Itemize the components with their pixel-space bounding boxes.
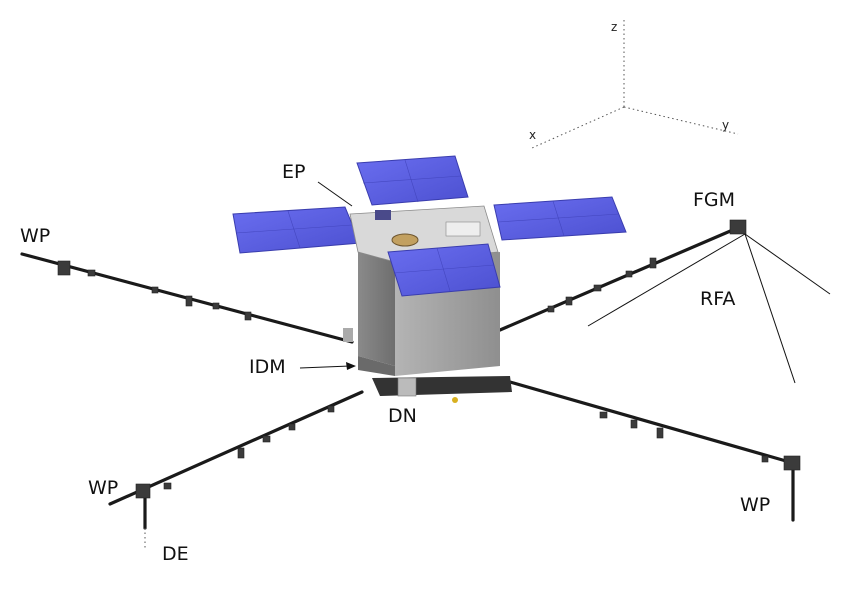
solar-panels-back [232, 155, 627, 254]
boom-clip [151, 286, 159, 294]
rfa-wire-1 [587, 233, 746, 327]
solar-panel-right [493, 196, 627, 241]
rfa-antenna [587, 233, 831, 384]
panel-cell [497, 213, 620, 223]
boom-clip [327, 405, 335, 413]
label-de: DE [162, 543, 189, 565]
idm-leader-arrow [346, 362, 356, 370]
dn-nozzle [452, 397, 458, 403]
boom-clip [237, 447, 245, 459]
panel-cell [287, 210, 301, 249]
boom-clip [244, 311, 252, 321]
z-axis-label: z [611, 20, 617, 34]
panel-cell [552, 200, 565, 237]
idm-instrument [343, 328, 353, 342]
spacecraft-body [343, 205, 512, 403]
boom-clip [212, 302, 220, 310]
label-wp-lower-left: WP [88, 477, 118, 499]
body-bottom-edge [358, 356, 395, 376]
solar-panel-top [356, 155, 469, 206]
boom-clip [649, 257, 657, 269]
boom-clip [288, 423, 296, 431]
boom-lower-left [108, 390, 364, 506]
y-axis [623, 106, 739, 135]
label-ep: EP [282, 161, 305, 183]
panel-cell [362, 175, 462, 184]
axis-triad: z x y [529, 20, 739, 149]
body-side-face [358, 252, 395, 366]
boom-clip [262, 435, 271, 443]
wire-booms [20, 219, 801, 550]
top-deck-box [445, 221, 481, 237]
y-axis-label: y [722, 118, 729, 132]
boom-lower-right [508, 380, 795, 465]
wp-lower-left-unit [135, 483, 151, 499]
boom-clip [656, 427, 664, 439]
boom-clip [185, 295, 193, 307]
boom-clip [565, 296, 573, 306]
boom-clip [163, 482, 172, 490]
label-idm: IDM [249, 356, 286, 378]
rfa-wire-2 [744, 233, 831, 295]
label-dn: DN [388, 405, 417, 427]
label-wp-upper-left: WP [20, 225, 50, 247]
panel-cell [235, 224, 353, 234]
wp-lower-right-unit [783, 455, 801, 471]
label-fgm: FGM [693, 189, 735, 211]
boom-clip [593, 284, 602, 292]
ep-leader-line [317, 181, 353, 207]
boom-clip [87, 269, 96, 277]
x-axis [531, 106, 625, 149]
idm-leader-line [299, 365, 351, 369]
wp-upper-left-unit [57, 260, 71, 276]
x-axis-label: x [529, 128, 536, 142]
boom-clip [630, 419, 638, 429]
fgm-sensor [729, 219, 747, 235]
rfa-wire-3 [744, 233, 796, 384]
boom-clip [547, 305, 555, 313]
label-rfa: RFA [700, 288, 735, 310]
dn-instrument [397, 377, 417, 397]
solar-panel-left [232, 206, 361, 254]
boom-clip [599, 411, 608, 419]
label-wp-lower-right: WP [740, 494, 770, 516]
boom-clip [761, 455, 769, 463]
bottom-skirt [372, 376, 512, 396]
panel-cell [436, 247, 451, 292]
panel-cell [393, 264, 495, 274]
top-deck-instrument-ring [391, 233, 419, 247]
panel-cell [404, 159, 419, 203]
boom-clip [625, 270, 633, 278]
ep-instrument [375, 210, 391, 220]
boom-upper-right [498, 224, 744, 332]
solar-panel-front [387, 243, 501, 297]
